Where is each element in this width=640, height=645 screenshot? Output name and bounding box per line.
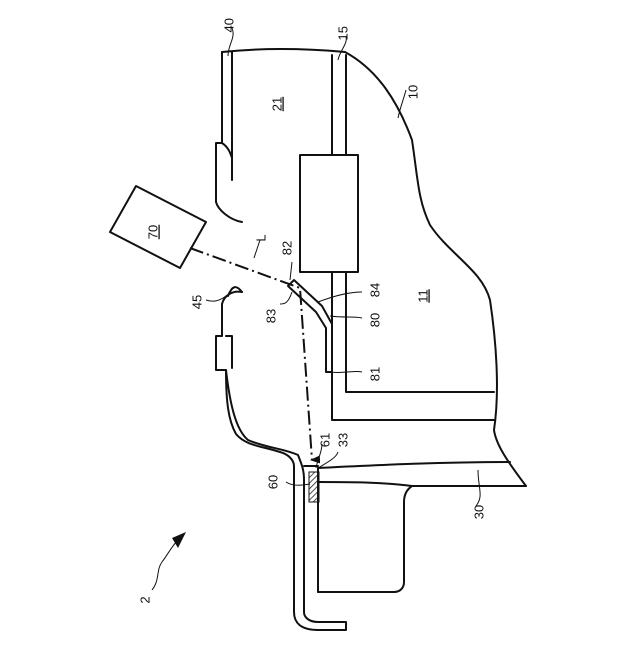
label-84: 84 — [367, 283, 382, 297]
lower-panel-45-hook — [226, 336, 232, 368]
leader-84 — [318, 292, 362, 302]
label-21: 21 — [269, 97, 284, 111]
leader-82 — [290, 262, 292, 280]
label-2: 2 — [137, 596, 152, 603]
arrow-2-head — [172, 532, 186, 548]
upper-panel-40 — [216, 52, 242, 222]
leader-33 — [318, 452, 338, 468]
label-70: 70 — [145, 225, 160, 239]
label-61: 61 — [317, 433, 332, 447]
compartment-11-boundary — [332, 380, 494, 420]
label-11: 11 — [415, 289, 430, 303]
component-block — [300, 155, 358, 272]
label-33: 33 — [335, 433, 350, 447]
label-40: 40 — [221, 18, 236, 32]
label-10: 10 — [405, 85, 420, 99]
leader-60 — [286, 482, 310, 485]
leader-83 — [280, 292, 292, 304]
upper-panel-40-tab — [222, 143, 232, 158]
label-15: 15 — [335, 26, 350, 40]
label-30: 30 — [471, 505, 486, 519]
label-L: L — [253, 234, 268, 241]
label-45: 45 — [189, 295, 204, 309]
leader-2 — [152, 540, 178, 590]
reflector-80 — [288, 280, 332, 372]
marker-61 — [309, 472, 319, 502]
label-82: 82 — [279, 241, 294, 255]
leader-L — [254, 240, 260, 258]
lower-housing-30 — [318, 462, 510, 592]
label-60: 60 — [265, 475, 280, 489]
label-80: 80 — [367, 313, 382, 327]
partition-15 — [332, 55, 346, 380]
label-83: 83 — [263, 309, 278, 323]
leader-30 — [476, 470, 480, 506]
label-81: 81 — [367, 367, 382, 381]
